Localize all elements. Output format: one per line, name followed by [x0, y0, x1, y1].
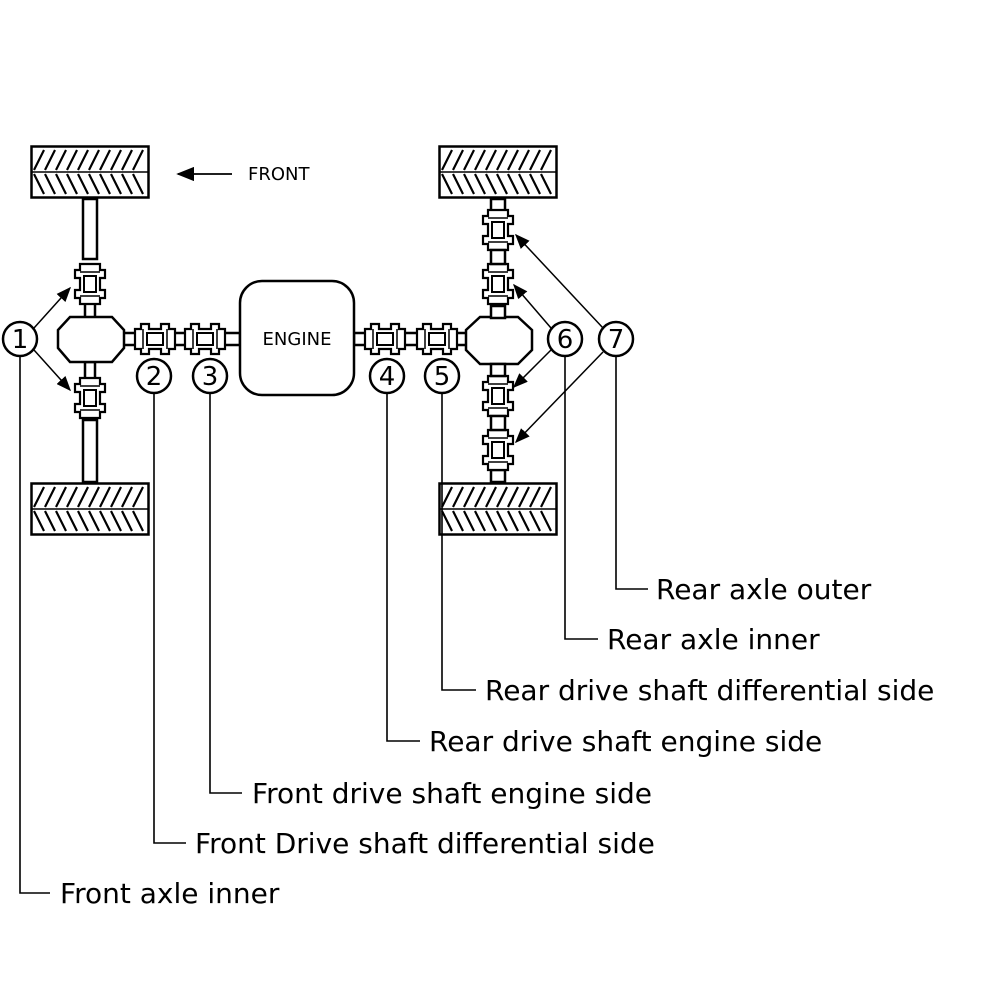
pointer-arrows	[33, 233, 604, 444]
front-axle	[81, 197, 99, 484]
cv-joint-rear-inner-upper	[481, 262, 515, 306]
cv-joint-front-axle-upper	[73, 262, 107, 306]
svg-text:4: 4	[379, 362, 396, 392]
legend-label-4: Rear drive shaft engine side	[429, 725, 822, 758]
svg-text:2: 2	[146, 362, 163, 392]
callout-circle-2: 2	[135, 357, 173, 395]
front-left-tire	[30, 145, 150, 199]
legend-label-3: Front drive shaft engine side	[252, 777, 652, 810]
engine-label: ENGINE	[263, 329, 332, 350]
front-differential	[56, 315, 126, 364]
svg-text:1: 1	[12, 325, 29, 355]
cv-joint-rear-inner-lower	[481, 374, 515, 418]
cv-joint-2	[133, 322, 177, 356]
callout-circle-5: 5	[423, 357, 461, 395]
callout-circle-3: 3	[191, 357, 229, 395]
svg-text:5: 5	[434, 362, 451, 392]
callout-circle-7: 7	[597, 320, 635, 358]
cv-joint-rear-outer-lower	[481, 428, 515, 472]
svg-text:3: 3	[202, 362, 219, 392]
callout-circle-6: 6	[546, 320, 584, 358]
rear-left-tire	[438, 145, 558, 199]
callout-circle-1: 1	[1, 320, 39, 358]
rear-differential	[464, 315, 534, 366]
rear-right-tire	[438, 482, 558, 536]
engine-block	[238, 279, 356, 397]
front-label: FRONT	[248, 164, 310, 185]
legend-label-2: Front Drive shaft differential side	[195, 827, 655, 860]
cv-joint-front-axle-lower	[73, 376, 107, 420]
front-right-tire	[30, 482, 150, 536]
cv-joint-rear-outer-upper	[481, 208, 515, 252]
callout-circle-4: 4	[368, 357, 406, 395]
leader-lines	[19, 356, 648, 894]
cv-joint-4	[363, 322, 407, 356]
cv-joint-5	[415, 322, 459, 356]
cv-joint-3	[183, 322, 227, 356]
svg-text:6: 6	[557, 325, 574, 355]
legend-label-7: Rear axle outer	[656, 573, 872, 606]
legend-label-1: Front axle inner	[60, 877, 280, 910]
legend-label-6: Rear axle inner	[607, 623, 820, 656]
svg-text:7: 7	[608, 325, 625, 355]
legend-label-5: Rear drive shaft differential side	[485, 674, 934, 707]
